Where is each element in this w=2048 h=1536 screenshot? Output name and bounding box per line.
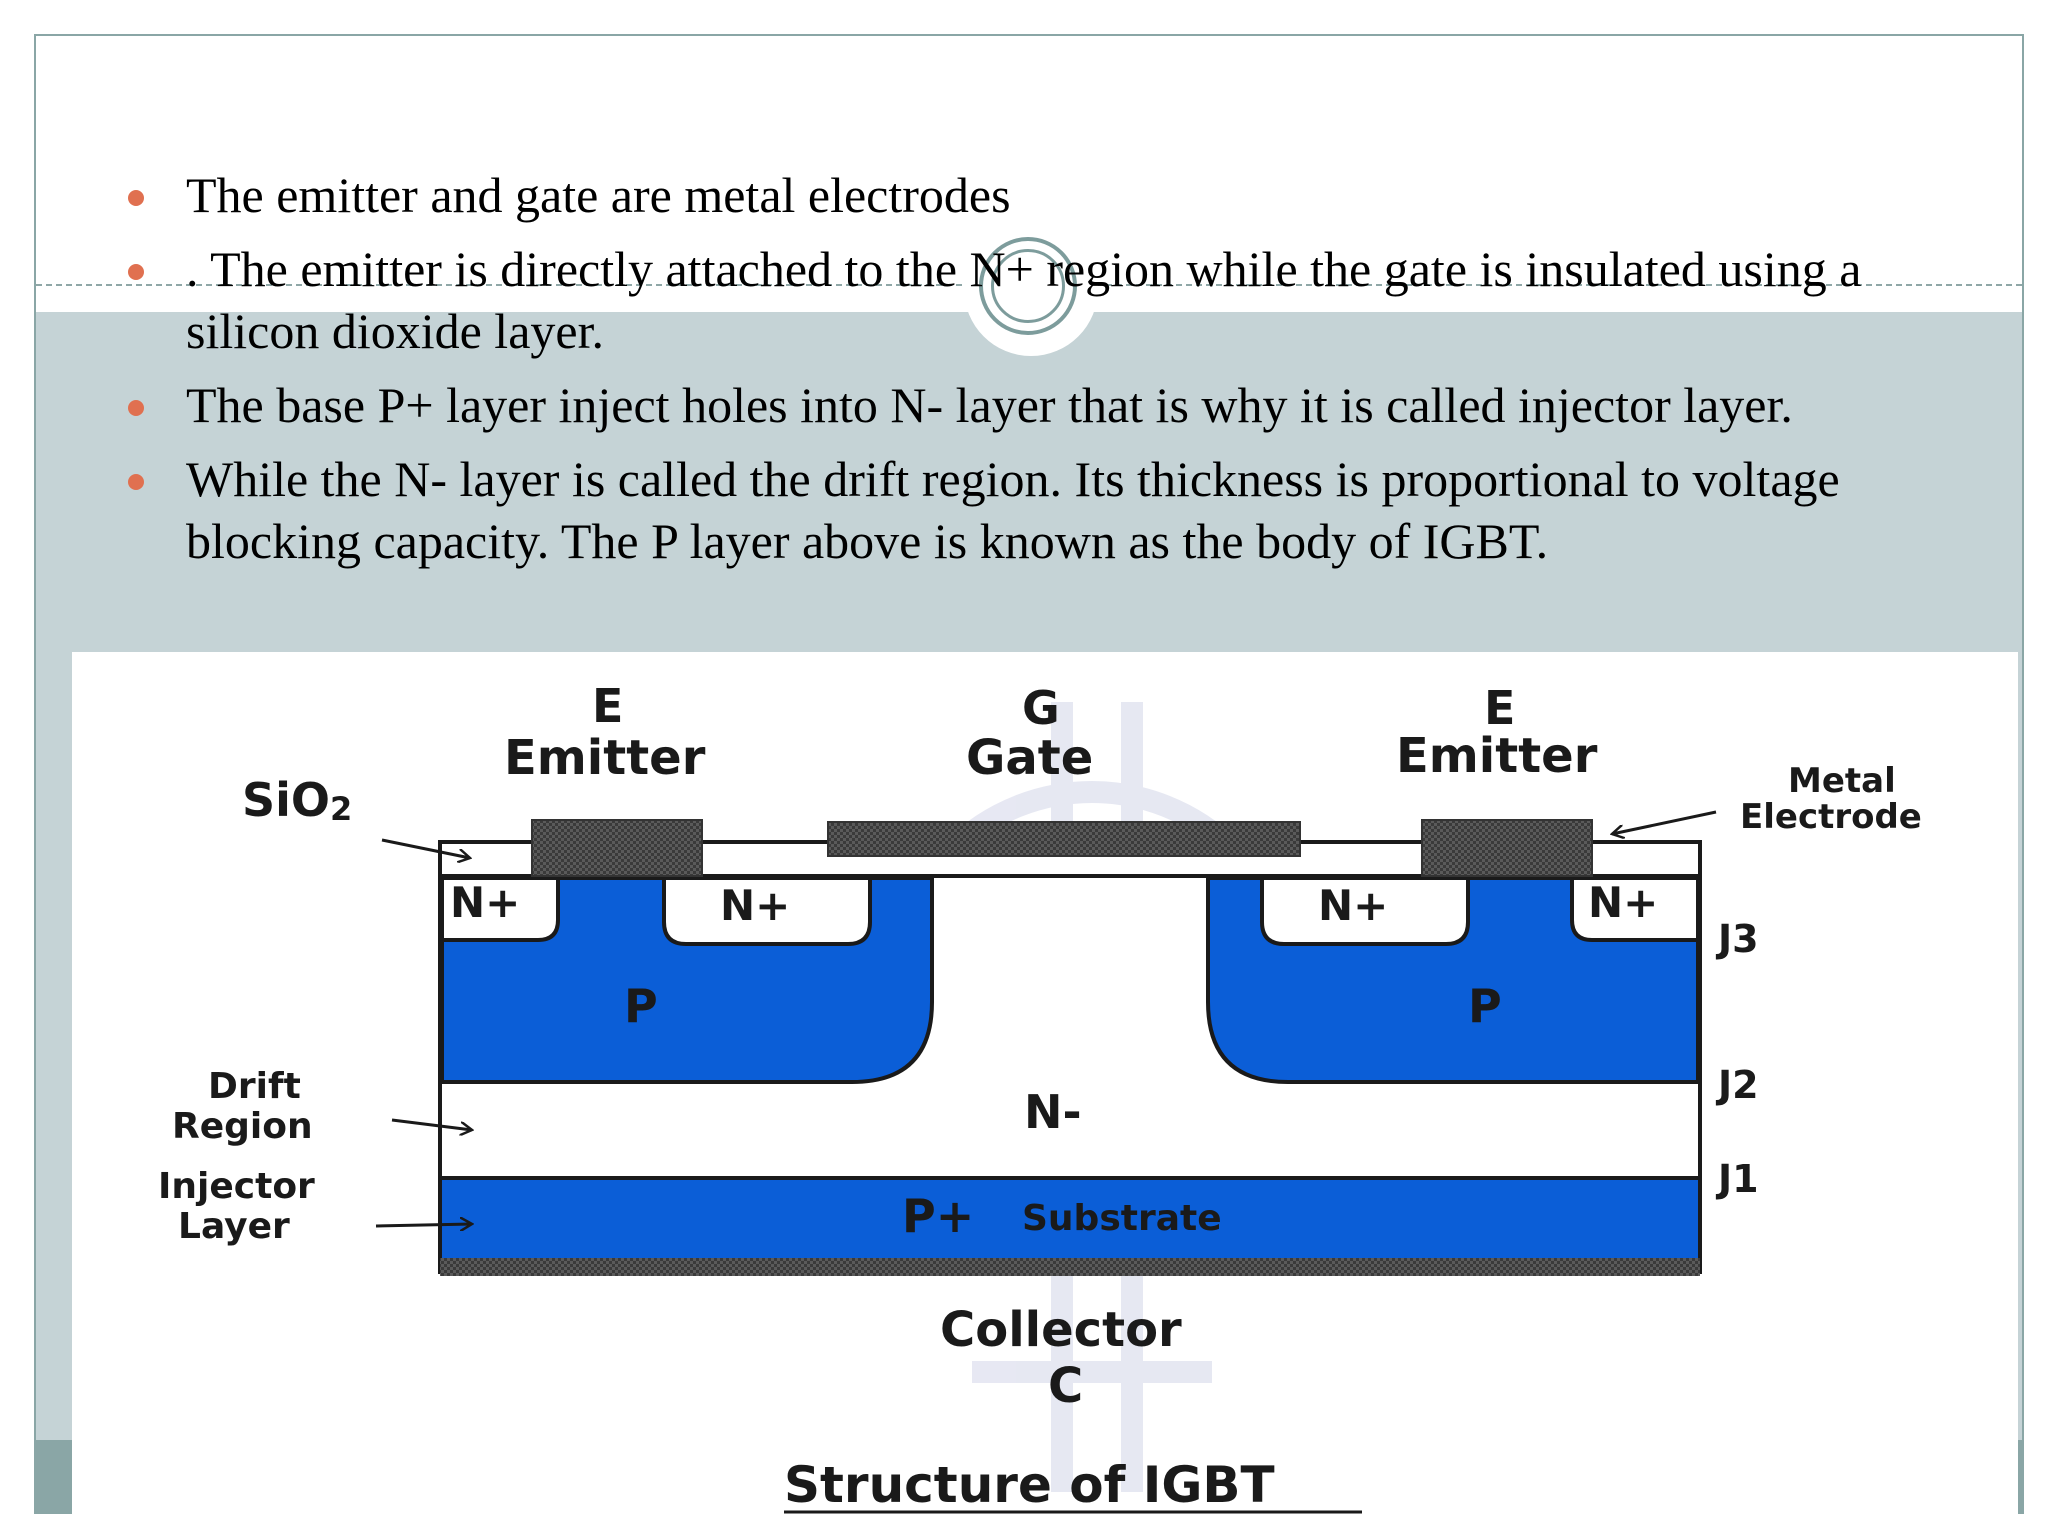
nplus-well-2 (662, 876, 872, 946)
emitter-right-letter: E (1484, 681, 1515, 735)
nplus-well-3 (1260, 876, 1470, 946)
drift-arrow (391, 1118, 472, 1130)
nplus-well-1 (440, 876, 560, 942)
bullet-item: The base P+ layer inject holes into N- l… (120, 374, 1960, 436)
injector-arrow (375, 1224, 472, 1226)
nplus-label-1: N+ (450, 878, 520, 927)
emitter-right-metal (1421, 819, 1593, 877)
gate-name: Gate (966, 730, 1093, 786)
nplus-label-4: N+ (1588, 878, 1658, 927)
j3-label: J3 (1715, 917, 1759, 961)
injector-label-line2: Layer (178, 1206, 290, 1247)
gate-letter: G (1022, 681, 1060, 735)
bullet-text: While the N- layer is called the drift r… (186, 451, 1840, 569)
igbt-structure-diagram: N+ N+ N+ N+ P P N- P+ Substrate E Emitte… (158, 679, 1922, 1514)
pplus-label: P+ (902, 1189, 974, 1243)
collector-name: Collector (940, 1302, 1182, 1358)
nplus-label-2: N+ (720, 881, 790, 930)
igbt-figure: N+ N+ N+ N+ P P N- P+ Substrate E Emitte… (72, 652, 2018, 1534)
substrate-label: Substrate (1022, 1198, 1222, 1239)
p-label-left: P (624, 979, 658, 1033)
injector-label-line1: Injector (158, 1166, 315, 1207)
bullet-text: The base P+ layer inject holes into N- l… (186, 377, 1793, 433)
sio2-label: SiO2 (242, 773, 352, 828)
ring-ornament-inner-circle (991, 249, 1065, 323)
gate-metal (827, 821, 1301, 857)
bullet-item: The emitter and gate are metal electrode… (120, 164, 1960, 226)
bullet-text: The emitter and gate are metal electrode… (186, 167, 1011, 223)
bullet-dot-icon (128, 400, 144, 416)
collector-letter: C (1048, 1358, 1083, 1414)
p-label-right: P (1468, 979, 1502, 1033)
nplus-label-3: N+ (1318, 881, 1388, 930)
bullet-text: . The emitter is directly attached to th… (186, 241, 1862, 359)
pplus-substrate (442, 1178, 1698, 1262)
emitter-right-name: Emitter (1396, 728, 1598, 784)
j1-label: J1 (1715, 1157, 1759, 1201)
nplus-well-4 (1570, 876, 1700, 942)
bullet-dot-icon (128, 190, 144, 206)
emitter-left-letter: E (592, 679, 623, 733)
drift-label-line1: Drift (208, 1066, 301, 1107)
bullet-list: The emitter and gate are metal electrode… (120, 164, 1960, 584)
nminus-label: N- (1024, 1085, 1082, 1139)
ring-ornament-outer-circle (979, 237, 1077, 335)
bullet-item: While the N- layer is called the drift r… (120, 448, 1960, 572)
j2-label: J2 (1715, 1063, 1759, 1107)
metal-electrode-arrow (1612, 810, 1717, 834)
collector-metal (440, 1258, 1700, 1276)
emitter-left-metal (531, 819, 703, 877)
emitter-left-name: Emitter (504, 730, 706, 786)
sio2-arrow (381, 838, 470, 858)
bullet-item: . The emitter is directly attached to th… (120, 238, 1960, 362)
corner-tab-left (34, 1440, 72, 1512)
metal-label-line2: Electrode (1740, 797, 1922, 837)
drift-label-line2: Region (172, 1106, 313, 1147)
bullet-dot-icon (128, 474, 144, 490)
figure-caption: Structure of IGBT (784, 1456, 1275, 1514)
metal-label-line1: Metal (1788, 761, 1896, 801)
corner-tab-right (2016, 1440, 2022, 1512)
bullet-dot-icon (128, 264, 144, 280)
